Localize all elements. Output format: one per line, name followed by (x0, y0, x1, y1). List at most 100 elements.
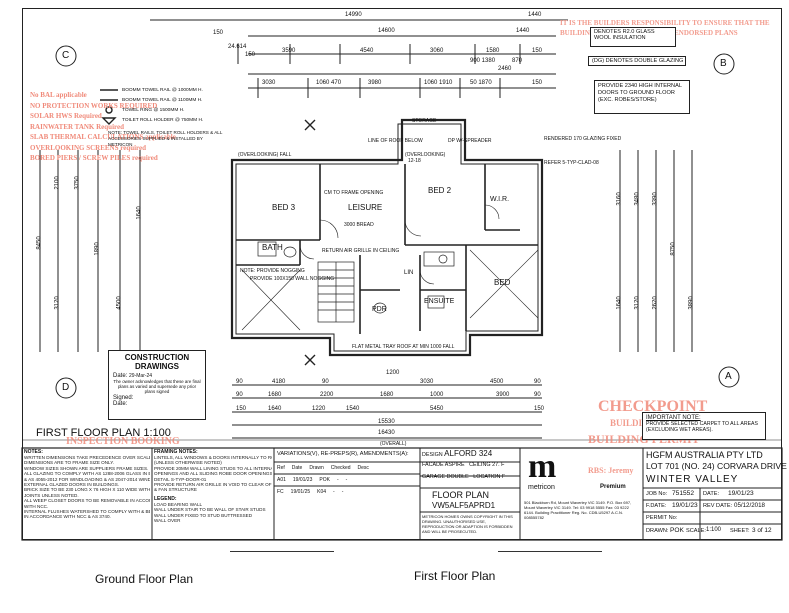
garage-label: GARAGE (422, 474, 446, 480)
dim-right-top-2: 1440 (516, 28, 530, 34)
dim-bottom3: 150 (534, 406, 545, 412)
grid-marker-d: D (62, 382, 70, 393)
construction-drawings-box: CONSTRUCTION DRAWINGS Date: 29-Mar-24 Th… (108, 350, 206, 420)
dim-left: 2100 (54, 176, 61, 190)
stamp-line: SOLAR HWS Required (30, 112, 102, 120)
dim-bottom3: 1540 (346, 406, 360, 412)
job-value: 751552 (672, 490, 695, 497)
dim-top-row: 24.614 (228, 44, 247, 50)
framing-line: OPENINGS AND ALL SLIDING ROBE DOOR OPENI… (154, 471, 272, 477)
annot-return-air: RETURN AIR GRILLE IN CEILING (322, 248, 400, 254)
note-line: WINDOW SIZES SHOWN ARE SUPPLIERS FRAME S… (24, 465, 149, 471)
revdate-label: REV DATE: (703, 503, 733, 509)
dim-bottom3: 150 (236, 406, 247, 412)
accessory-note: NOTE: TOWEL RAILS, TOILET ROLL HOLDERS &… (108, 130, 223, 147)
cell: - (345, 477, 348, 483)
dim-bottom: 90 (322, 379, 329, 385)
col-desc: Desc (357, 465, 369, 471)
cell: POK (319, 477, 330, 483)
note-line: ALL WEEP CLOSET DOORS TO BE REMOVABLE IN… (24, 498, 150, 504)
framing-line: (UNLESS OTHERWISE NOTED) (154, 460, 222, 466)
sheet-title: FLOOR PLAN (432, 490, 490, 500)
drawn-label: DRAWN: (646, 528, 669, 534)
col-date: Date (291, 465, 303, 471)
dim-top-row: 4540 (360, 48, 374, 54)
construction-title2: DRAWINGS (135, 362, 179, 371)
dim-bottom: 90 (534, 379, 541, 385)
note-line: WITH NCC. (24, 503, 49, 509)
stamp-line: SLAB THERMAL CALCULATIONS applicable (30, 133, 176, 141)
dim-left: 1640 (136, 206, 143, 220)
design-info: DESIGN ALFORD 324 FACADE ASPIRE CEILING … (422, 450, 518, 481)
room-bed3: BED 3 (272, 203, 296, 212)
dim-bottom: 1200 (386, 370, 400, 376)
facade-value: ASPIRE (444, 462, 465, 468)
garage-value: DOUBLE (446, 474, 469, 480)
dim-bottom3: 1640 (268, 406, 282, 412)
signed-label: Signed: (113, 394, 134, 401)
important-title: IMPORTANT NOTE: (646, 415, 701, 421)
stamp-line: RAINWATER TANK Required (30, 122, 124, 131)
double-glazing-note: (DG) DENOTES DOUBLE GLAZING (588, 56, 686, 66)
dim-bottom: 4180 (272, 379, 286, 385)
drawn-value: POK (670, 527, 684, 534)
dim-overall-note: (OVERALL) (380, 441, 407, 447)
first-floor-plan-link[interactable]: First Floor Plan (414, 569, 496, 583)
date-label: Date: (113, 373, 128, 379)
construction-title: CONSTRUCTION (124, 353, 190, 362)
dim-bottom: 4500 (490, 379, 504, 385)
job-label: JOB No: (646, 491, 668, 497)
dim-bottom2: 1680 (268, 392, 282, 398)
dim-top-row4b: 900 1380 (470, 58, 496, 64)
dim-top-row: 3060 (430, 48, 444, 54)
copyright-text: METRICON HOMES OWNS COPYRIGHT IN THIS DR… (422, 514, 513, 534)
dim-overall-bottom-2: 16430 (378, 430, 395, 436)
col-checked: Checked (330, 465, 351, 471)
dim-right-top: 1440 (528, 12, 542, 18)
client-name: HGFM AUSTRALIA PTY LTD (646, 450, 763, 460)
dim-right: 8750 (670, 242, 677, 256)
checkpoint-stamp: CHECKPOINT (598, 398, 708, 415)
note-line: EXTERNAL GLAZED DOORS IN BUILDINGS. (24, 482, 120, 488)
dim-overall-top-2: 14600 (378, 28, 395, 34)
dim-bottom2: 3900 (496, 392, 510, 398)
dim-top-row: 150 (532, 48, 543, 54)
note-line: WRITTEN DIMENSIONS TAKE PRECEDENCE OVER … (24, 455, 150, 460)
dim-top-row4: 3030 (262, 80, 276, 86)
notes-header: NOTES: (24, 449, 43, 455)
cell: - (336, 477, 339, 483)
grid-marker-c: C (62, 50, 70, 61)
dim-left: 3750 (74, 176, 81, 190)
ceiling-value: 27. F (492, 462, 505, 468)
annot-nogging: NOTE: PROVIDE NOGGING (240, 268, 305, 274)
ack-text: The owner acknowledges that these are fi… (113, 379, 201, 395)
cell: A01 (277, 477, 286, 483)
dim-bottom2: 1680 (380, 392, 394, 398)
ceiling-label: CEILING (469, 462, 491, 468)
legend-item: WALL UNDER STAIR TO BE WALL OF STAIR STU… (154, 507, 266, 513)
dim-top-row: 3590 (282, 48, 296, 54)
design-value: ALFORD 324 (444, 449, 493, 458)
facade-label: FACADE (422, 462, 444, 468)
variations-table-header: Ref Date Drawn Checked Desc (277, 465, 369, 471)
scale-label: SCALE: (686, 528, 706, 534)
dim-bottom2: 2200 (320, 392, 334, 398)
room-leisure: LEISURE (348, 203, 383, 212)
room-lin: LIN (404, 270, 414, 276)
annot-wall-nogging: PROVIDE 100X150 WALL NOGGING (250, 276, 335, 282)
cell: 19/01/25 (290, 489, 311, 495)
ground-floor-plan-link[interactable]: Ground Floor Plan (95, 572, 194, 586)
dim-bottom3: 5450 (430, 406, 444, 412)
dim-right: 2620 (652, 296, 659, 310)
dim-left: 4500 (116, 296, 123, 310)
caption-underline-left (230, 551, 334, 552)
dim-bottom2: 90 (534, 392, 541, 398)
important-body: PROVIDE SELECTED CARPET TO ALL AREAS (EX… (646, 421, 758, 434)
dim-bottom: 3030 (420, 379, 434, 385)
dim-top-row4: 2460 (498, 66, 512, 72)
annot-bread: 3000 BREAD (344, 222, 374, 228)
annot-storage: STORAGE (412, 118, 437, 124)
metricon-logo-icon: m (528, 448, 557, 485)
dim-right: 3890 (688, 296, 695, 310)
